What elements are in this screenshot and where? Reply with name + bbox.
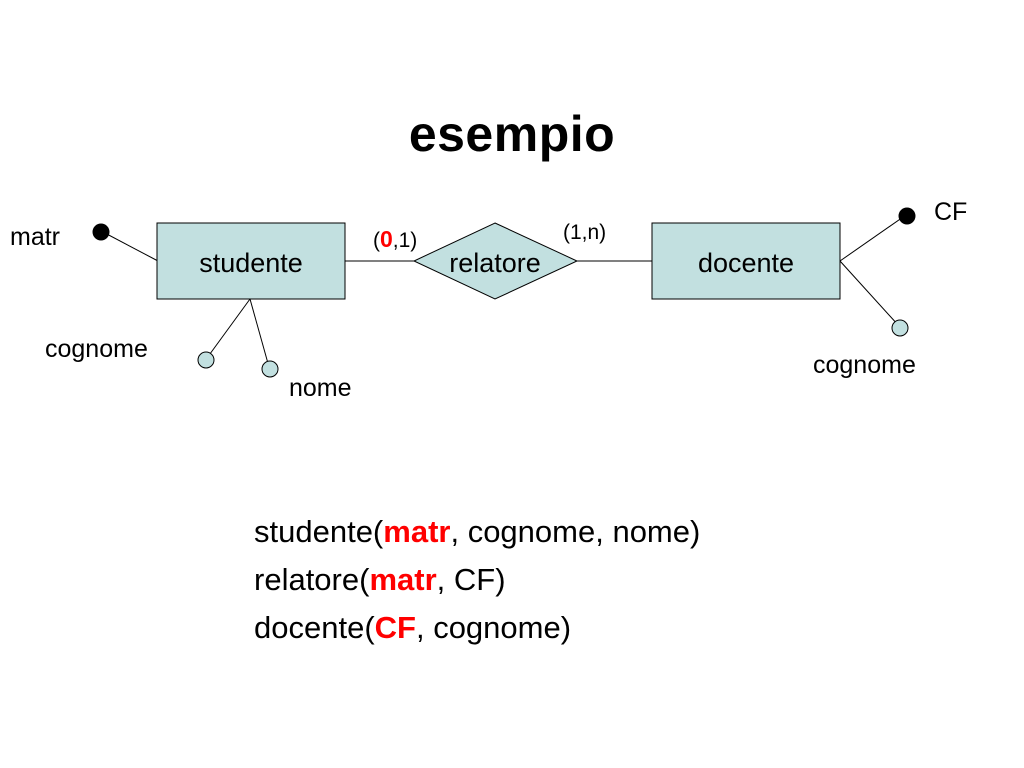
key-attribute-cf-marker bbox=[898, 207, 916, 225]
link-studente-nome bbox=[249, 298, 270, 368]
cardinality-studente-relatore: (0,1) bbox=[373, 226, 417, 252]
schema-line-studente: studente(matr, cognome, nome) bbox=[254, 508, 700, 556]
attribute-studente-cognome-marker bbox=[197, 351, 215, 369]
schema-line-relatore: relatore(matr, CF) bbox=[254, 556, 700, 604]
link-studente-cognome bbox=[206, 298, 251, 359]
schema-table-name: relatore( bbox=[254, 562, 370, 597]
attribute-docente-cognome-marker bbox=[891, 319, 909, 337]
schema-attributes: , CF) bbox=[436, 562, 506, 597]
schema-line-docente: docente(CF, cognome) bbox=[254, 604, 700, 652]
attribute-matr-label: matr bbox=[10, 223, 60, 251]
link-docente-cognome bbox=[839, 260, 900, 327]
relational-schema: studente(matr, cognome, nome) relatore(m… bbox=[254, 508, 700, 652]
relationship-relatore-label: relatore bbox=[449, 248, 541, 278]
schema-table-name: studente( bbox=[254, 514, 384, 549]
schema-attributes: , cognome) bbox=[415, 610, 572, 645]
schema-primary-key: matr bbox=[369, 562, 437, 597]
schema-attributes: , cognome, nome) bbox=[450, 514, 701, 549]
relationship-relatore-diamond bbox=[412, 222, 579, 300]
cardinality-docente-relatore: (1,n) bbox=[563, 221, 606, 244]
link-cf bbox=[839, 214, 907, 262]
cardinality-open: ( bbox=[373, 229, 380, 252]
schema-primary-key: matr bbox=[383, 514, 451, 549]
link-matr bbox=[102, 231, 159, 262]
entity-studente-label: studente bbox=[199, 248, 303, 278]
entity-studente-box bbox=[156, 222, 346, 300]
attribute-studente-cognome-label: cognome bbox=[45, 335, 148, 363]
entity-docente-label: docente bbox=[698, 248, 794, 278]
attribute-cf-label: CF bbox=[934, 198, 967, 226]
attribute-docente-cognome-label: cognome bbox=[813, 351, 916, 379]
schema-table-name: docente( bbox=[254, 610, 375, 645]
key-attribute-matr-marker bbox=[92, 223, 110, 241]
attribute-studente-nome-marker bbox=[261, 360, 279, 378]
cardinality-min-zero: 0 bbox=[380, 226, 393, 252]
entity-docente-box bbox=[651, 222, 841, 300]
attribute-studente-nome-label: nome bbox=[289, 374, 352, 402]
cardinality-rest: ,1) bbox=[393, 229, 418, 252]
slide-title: esempio bbox=[408, 106, 616, 162]
schema-primary-key: CF bbox=[374, 610, 416, 645]
